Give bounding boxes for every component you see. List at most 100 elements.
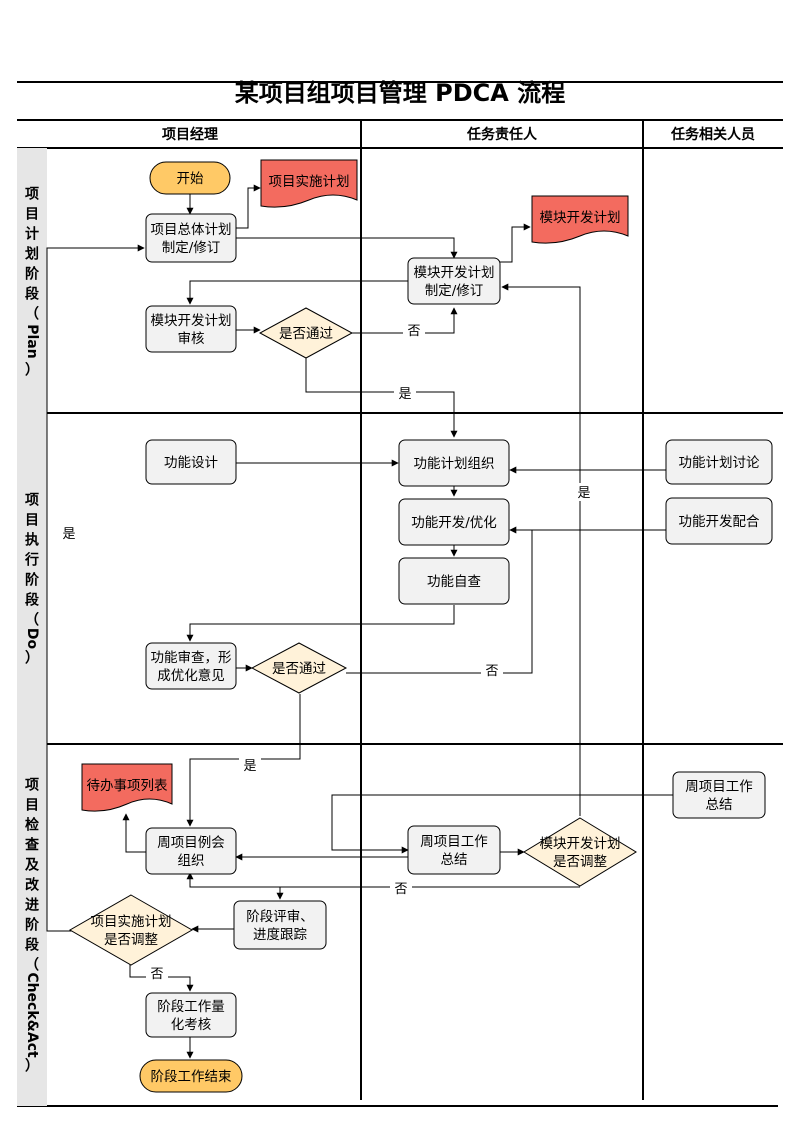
- phase-label-char: （: [25, 613, 39, 629]
- node-label: 功能自查: [427, 574, 481, 590]
- edge-pass1-yes: [305, 357, 458, 438]
- phase-label-char: 进: [25, 898, 39, 914]
- phase-label-char: Check&Act: [24, 972, 40, 1058]
- node-doc-impl-plan: 项目实施计划: [260, 159, 358, 208]
- edge-label-pass2-no: 否: [485, 664, 498, 679]
- edge-label-adjust-impl-no: 否: [150, 967, 163, 982]
- process-shape: [145, 642, 237, 690]
- terminal-shape: [139, 1059, 243, 1093]
- process-shape: [398, 439, 510, 487]
- node-todo: 待办事项列表: [81, 763, 173, 812]
- lane-header-task-owner: 任务责任人: [466, 126, 538, 143]
- node-label: 是否调整: [553, 854, 607, 870]
- node-label: 周项目例会: [157, 835, 225, 851]
- phase-label-char: 段: [25, 286, 39, 303]
- phase-label-char: 检: [25, 817, 39, 834]
- lane-header-related-staff: 任务相关人员: [670, 126, 755, 143]
- node-label: 周项目工作: [685, 779, 753, 795]
- phase-label-char: ）: [25, 363, 39, 379]
- diagram-title: 某项目组项目管理 PDCA 流程: [235, 79, 565, 107]
- document-shape: [81, 763, 173, 812]
- node-label: 项目总体计划: [151, 222, 232, 238]
- phase-label-char: 执: [25, 532, 39, 549]
- phase-labels: 项目计划阶段（Plan）项目执行阶段（Do）项目检查及改进阶段（Check&Ac…: [24, 187, 40, 1075]
- node-label: 总结: [441, 852, 468, 868]
- process-shape: [145, 439, 237, 485]
- edge-pass2-no: [346, 530, 533, 674]
- node-label: 功能设计: [164, 455, 218, 471]
- node-label: 模块开发计划: [151, 313, 232, 329]
- phase-label-char: 项: [25, 493, 39, 509]
- process-shape: [407, 257, 501, 305]
- terminal-shape: [149, 161, 231, 195]
- frame: [17, 81, 783, 1107]
- process-shape: [398, 557, 510, 605]
- decision-shape: [258, 307, 354, 359]
- edge-module-plan-to-doc: [500, 223, 531, 263]
- phase-label-char: 计: [25, 226, 39, 243]
- node-label: 模块开发计划: [414, 265, 495, 281]
- node-label: 总结: [706, 797, 733, 813]
- process-shape: [233, 900, 327, 950]
- node-label: 项目实施计划: [91, 914, 172, 930]
- node-label: 化考核: [171, 1017, 212, 1033]
- edge-selfcheck-to-review: [186, 605, 455, 642]
- node-label: 进度跟踪: [253, 927, 307, 943]
- node-end: 阶段工作结束: [139, 1059, 243, 1093]
- phase-label-char: 阶: [25, 266, 40, 283]
- edge-adjust-no: [186, 872, 580, 888]
- edge-label-pass2-yes: 是: [243, 759, 256, 774]
- node-func-design: 功能设计: [145, 439, 237, 485]
- edge-labels: 否 是 否 是 是 否 是 否: [58, 321, 595, 982]
- node-label: 审核: [178, 331, 205, 347]
- node-pass2: 是否通过: [250, 642, 348, 694]
- node-label: 项目实施计划: [269, 174, 350, 190]
- node-label: 功能计划组织: [414, 456, 495, 472]
- process-shape: [145, 992, 237, 1038]
- phase-label-char: ）: [25, 651, 39, 667]
- edge-plan-to-impl-doc: [236, 184, 261, 229]
- edge-label-adjust-mod-no: 否: [394, 882, 407, 897]
- process-shape: [398, 498, 510, 546]
- node-label: 开始: [177, 171, 204, 187]
- edge-module-plan-to-review: [186, 280, 408, 305]
- phase-label-char: 及: [25, 858, 40, 874]
- phase-label-char: 阶: [25, 917, 40, 934]
- phase-label-char: 目: [25, 207, 39, 223]
- node-label: 阶段工作量: [157, 999, 225, 1015]
- node-label: 功能审查，形: [151, 650, 232, 666]
- node-label: 制定/修订: [162, 240, 221, 256]
- process-shape: [145, 827, 237, 875]
- process-shape: [145, 213, 237, 263]
- phase-label-char: 改: [25, 877, 40, 894]
- phase-column: [17, 148, 47, 1106]
- process-shape: [672, 771, 766, 819]
- decision-shape: [523, 817, 637, 887]
- process-shape: [665, 439, 773, 485]
- nodes: 开始项目总体计划制定/修订项目实施计划模块开发计划制定/修订模块开发计划模块开发…: [68, 159, 773, 1093]
- node-pass1: 是否通过: [258, 307, 354, 359]
- node-label: 是否通过: [279, 326, 333, 342]
- node-label: 功能开发/优化: [411, 515, 497, 531]
- lane-header-project-manager: 项目经理: [162, 126, 218, 143]
- process-shape: [145, 305, 237, 353]
- node-label: 是否通过: [272, 661, 326, 677]
- edge-label-adjust-mod-yes: 是: [577, 486, 590, 501]
- decision-shape: [250, 642, 348, 694]
- phase-label-char: 划: [25, 246, 39, 263]
- phase-label-char: 项: [25, 187, 39, 203]
- edge-label-pass1-no: 否: [407, 324, 420, 339]
- phase-label-char: 行: [24, 552, 39, 569]
- node-label: 制定/修订: [425, 283, 484, 299]
- node-start: 开始: [149, 161, 231, 195]
- edge-related-summary-to-owner-summary: [331, 794, 673, 854]
